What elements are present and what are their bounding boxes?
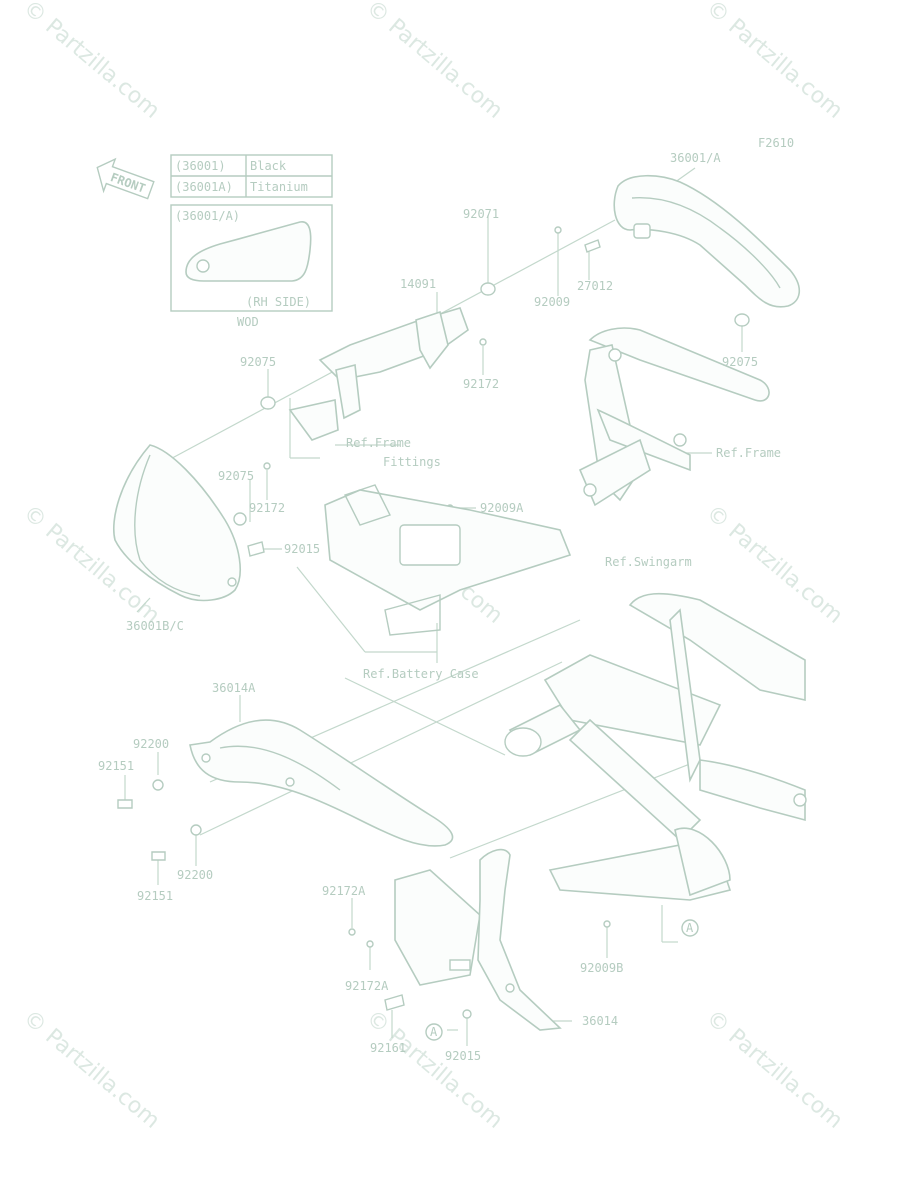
inset-code: WOD <box>237 315 259 329</box>
label-92151-top: 92151 <box>98 759 134 773</box>
side-cover-36001BC <box>112 444 241 602</box>
label-92009-top: 92009 <box>534 295 570 309</box>
watermark: © Partzilla.com <box>18 1005 164 1133</box>
label-ref-frame-fittings-2: Fittings <box>383 455 441 469</box>
label-36001BC: 36001B/C <box>126 619 184 633</box>
label-27012: 27012 <box>577 279 613 293</box>
label-92151-bottom: 92151 <box>137 889 173 903</box>
color-table-part-2: (36001A) <box>175 180 233 194</box>
label-36014A: 36014A <box>212 681 256 695</box>
label-92172A-top: 92172A <box>322 884 366 898</box>
color-table: (36001) Black (36001A) Titanium <box>170 154 333 198</box>
lower-cover-36014 <box>394 848 562 1031</box>
label-92075-left: 92075 <box>240 355 276 369</box>
label-92200-top: 92200 <box>133 737 169 751</box>
label-92075-right: 92075 <box>722 355 758 369</box>
label-92161: 92161 <box>370 1041 406 1055</box>
watermark: © Partzilla.com <box>701 1005 847 1133</box>
markers: A A <box>425 919 699 1041</box>
figure-code: F2610 <box>758 136 794 150</box>
label-92009A: 92009A <box>480 501 524 515</box>
label-ref-frame-fittings-1: Ref.Frame <box>346 436 411 450</box>
inset-title: (36001/A) <box>175 209 240 223</box>
inset-box: (36001/A) (RH SIDE) WOD <box>170 204 333 329</box>
fasteners-top <box>233 226 750 557</box>
color-table-part-1: (36001) <box>175 159 226 173</box>
label-92172-mid: 92172 <box>249 501 285 515</box>
watermark: © Partzilla.com <box>361 0 507 124</box>
watermark: © Partzilla.com <box>701 500 847 628</box>
label-92200-bottom: 92200 <box>177 868 213 882</box>
battery-case-reference <box>324 484 572 636</box>
label-36001A-top: 36001/A <box>670 151 721 165</box>
label-ref-swingarm: Ref.Swingarm <box>605 555 692 569</box>
color-table-color-2: Titanium <box>250 180 308 194</box>
label-14091: 14091 <box>400 277 436 291</box>
chain-cover-36014A <box>189 719 454 847</box>
label-ref-frame: Ref.Frame <box>716 446 781 460</box>
marker-a-bottom: A <box>430 1025 438 1039</box>
side-cover-36001A <box>613 174 800 308</box>
watermark: © Partzilla.com <box>701 0 847 124</box>
label-92015-mid: 92015 <box>284 542 320 556</box>
bracket-14091 <box>288 307 469 441</box>
inset-side: (RH SIDE) <box>246 295 311 309</box>
label-92071: 92071 <box>463 207 499 221</box>
label-36014: 36014 <box>582 1014 618 1028</box>
color-table-color-1: Black <box>250 159 287 173</box>
label-92172-top: 92172 <box>463 377 499 391</box>
label-ref-battery-case: Ref.Battery Case <box>363 667 479 681</box>
fasteners-mid <box>117 779 611 1019</box>
label-92075-mid: 92075 <box>218 469 254 483</box>
swingarm-reference <box>504 592 807 901</box>
label-92015-bottom: 92015 <box>445 1049 481 1063</box>
part-labels: 36001/A 92071 14091 27012 92009 92075 92… <box>98 151 781 1063</box>
front-arrow-icon: FRONT <box>96 157 155 200</box>
watermark: © Partzilla.com <box>18 0 164 124</box>
label-92009B: 92009B <box>580 961 623 975</box>
marker-a-right: A <box>686 921 694 935</box>
label-92172A-bottom: 92172A <box>345 979 389 993</box>
frame-reference <box>578 327 770 507</box>
